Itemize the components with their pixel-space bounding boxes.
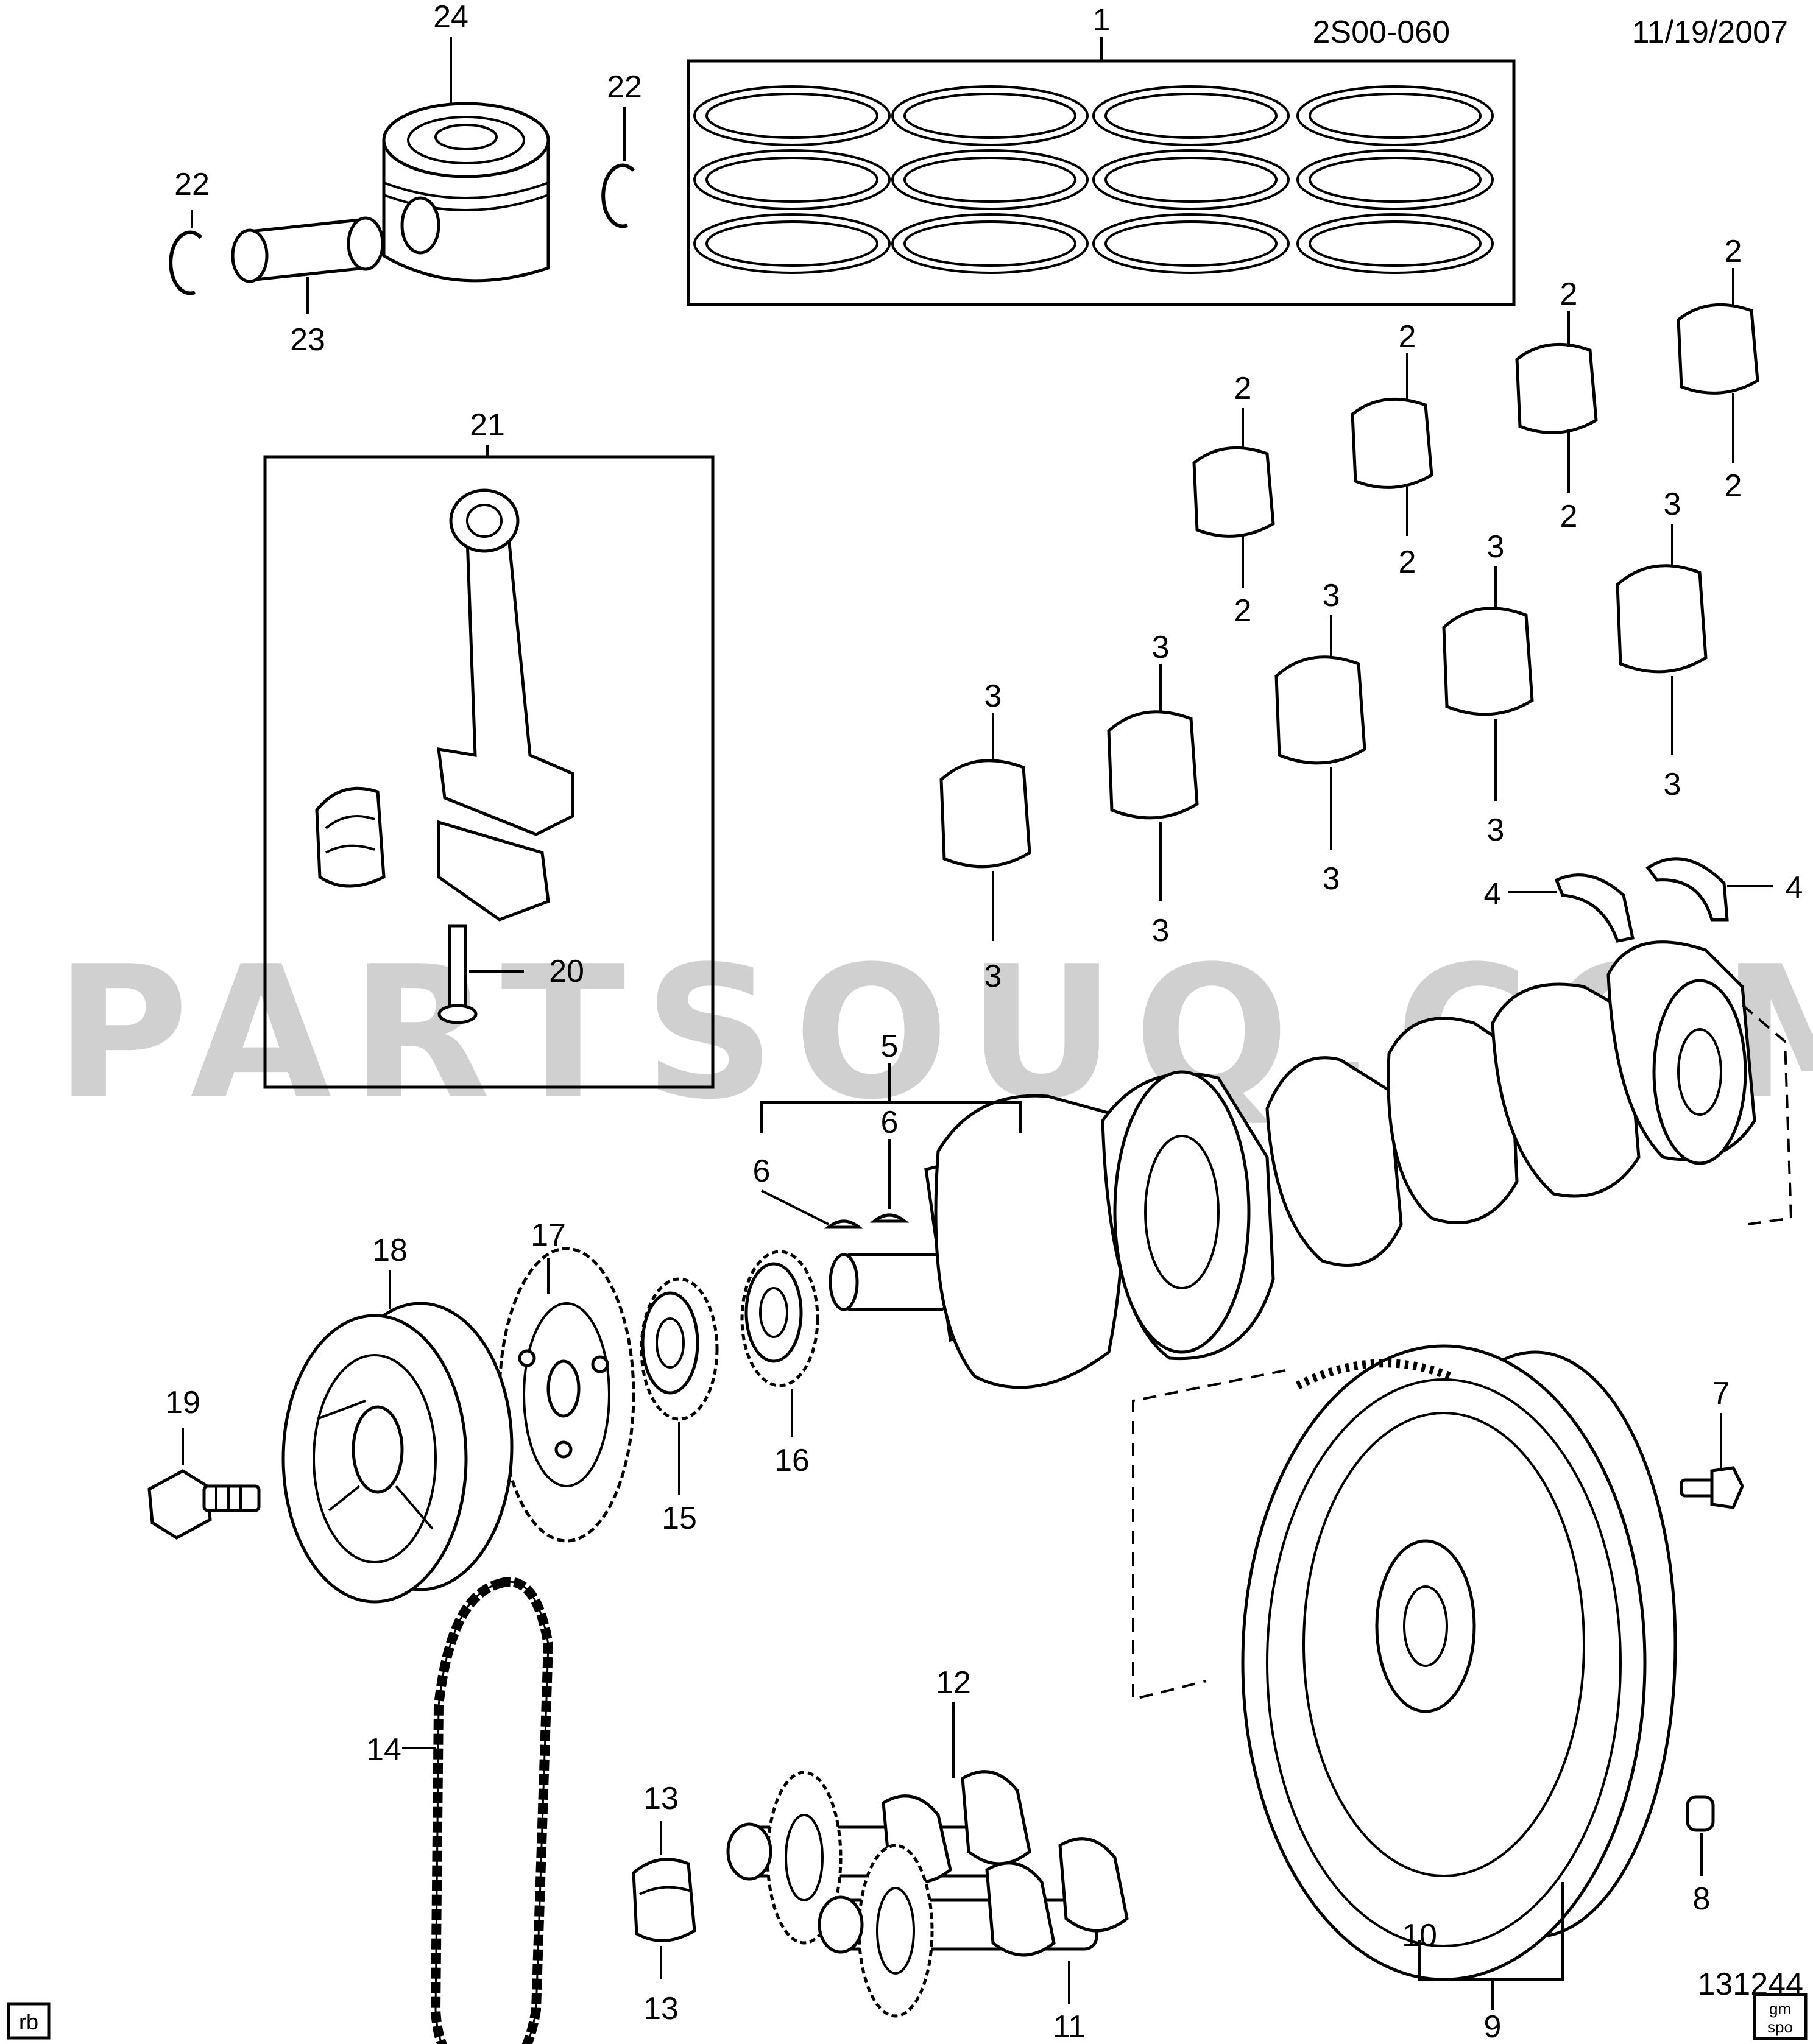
callout-24: 24 — [433, 0, 468, 35]
callout-15: 15 — [662, 1501, 697, 1536]
callout-6-left: 6 — [753, 1154, 771, 1189]
callout-3-c: 3 — [1152, 630, 1170, 665]
crankshaft[interactable] — [829, 940, 1756, 1389]
callout-17: 17 — [531, 1218, 566, 1253]
exhaust-camshaft[interactable] — [818, 1837, 1129, 2018]
diagram-date: 11/19/2007 — [1632, 15, 1788, 50]
gm-spo-logo: gm spo — [1753, 1993, 1808, 2040]
callout-1: 1 — [1093, 2, 1111, 38]
piston-ring-set[interactable] — [687, 59, 1516, 306]
callout-2-g: 2 — [1725, 234, 1742, 269]
callout-4-right: 4 — [1786, 870, 1803, 906]
woodruff-key-right[interactable] — [869, 1213, 910, 1223]
callout-13-top: 13 — [643, 1781, 679, 1816]
callout-8: 8 — [1693, 1881, 1711, 1917]
flywheel-connection-bottom — [1132, 1369, 1286, 1701]
flywheel[interactable] — [1241, 1344, 1677, 1981]
callout-3-e: 3 — [1323, 578, 1340, 613]
thrust-washer-right[interactable] — [1645, 857, 1729, 922]
woodruff-key-left[interactable] — [824, 1219, 864, 1229]
svg-text:spo: spo — [1767, 2018, 1793, 2036]
callout-13-bottom: 13 — [643, 1991, 679, 2026]
crankshaft-pulley-bolt[interactable] — [147, 1469, 261, 1540]
callout-22-right: 22 — [607, 69, 642, 105]
snap-ring-left[interactable] — [169, 230, 203, 295]
callout-18: 18 — [372, 1233, 408, 1268]
callout-14: 14 — [366, 1732, 401, 1767]
oil-pump-sprocket[interactable] — [640, 1277, 719, 1421]
timing-chain[interactable] — [430, 1577, 554, 2044]
callout-2-c: 2 — [1399, 319, 1416, 354]
callout-3-f: 3 — [1323, 861, 1340, 897]
callout-2-e: 2 — [1560, 277, 1578, 312]
svg-text:gm: gm — [1769, 2000, 1791, 2018]
callout-3-a: 3 — [984, 678, 1002, 714]
callout-22-left: 22 — [174, 167, 210, 202]
callout-23: 23 — [290, 322, 325, 358]
piston-pin[interactable] — [231, 216, 384, 283]
timing-sprocket-plate[interactable] — [498, 1247, 635, 1543]
rod-bolt[interactable] — [437, 924, 478, 1024]
callout-10: 10 — [1402, 1918, 1437, 1953]
flywheel-bolt[interactable] — [1680, 1466, 1744, 1509]
callout-16: 16 — [774, 1443, 810, 1478]
flywheel-connection-top — [1741, 1004, 1793, 1225]
callout-6-right: 6 — [881, 1105, 899, 1140]
thrust-washer-left[interactable] — [1554, 873, 1635, 943]
rod-bearing[interactable] — [315, 786, 386, 888]
callout-3-d: 3 — [1152, 913, 1170, 948]
callout-3-i: 3 — [1664, 487, 1681, 522]
snap-ring-right[interactable] — [601, 163, 635, 228]
callout-2-b: 2 — [1234, 593, 1252, 629]
callout-9: 9 — [1484, 2009, 1502, 2044]
callout-20: 20 — [549, 954, 584, 989]
callout-11: 11 — [1053, 2009, 1086, 2044]
illustration-number: 131244 — [1697, 1967, 1803, 2002]
callout-21: 21 — [470, 407, 505, 443]
callout-3-j: 3 — [1664, 767, 1681, 802]
callout-5: 5 — [881, 1029, 899, 1064]
callout-2-d: 2 — [1399, 544, 1416, 580]
author-tag: rb — [19, 2009, 38, 2034]
callout-12: 12 — [936, 1665, 971, 1700]
callout-19: 19 — [165, 1385, 200, 1420]
connecting-rod-box — [263, 455, 715, 1089]
callout-2-a: 2 — [1234, 371, 1252, 406]
author-tag-box — [7, 2002, 51, 2040]
camshaft-bearing[interactable] — [632, 1858, 696, 1942]
dowel-pin[interactable] — [1686, 1795, 1715, 1832]
piston[interactable] — [382, 102, 550, 283]
main-bearings-upper[interactable] — [1192, 303, 1759, 538]
crankshaft-sprocket[interactable] — [740, 1250, 819, 1387]
connecting-rod[interactable] — [437, 488, 574, 922]
diagram-code: 2S00-060 — [1312, 15, 1450, 50]
callout-2-f: 2 — [1560, 499, 1578, 534]
callout-2-h: 2 — [1725, 468, 1742, 504]
callout-3-b: 3 — [984, 959, 1002, 994]
main-bearings-lower[interactable] — [939, 564, 1708, 869]
callout-3-g: 3 — [1487, 529, 1505, 565]
callout-4-left: 4 — [1484, 876, 1502, 912]
callout-7: 7 — [1712, 1376, 1730, 1411]
callout-3-h: 3 — [1487, 812, 1505, 848]
crankshaft-pulley[interactable] — [281, 1302, 514, 1604]
